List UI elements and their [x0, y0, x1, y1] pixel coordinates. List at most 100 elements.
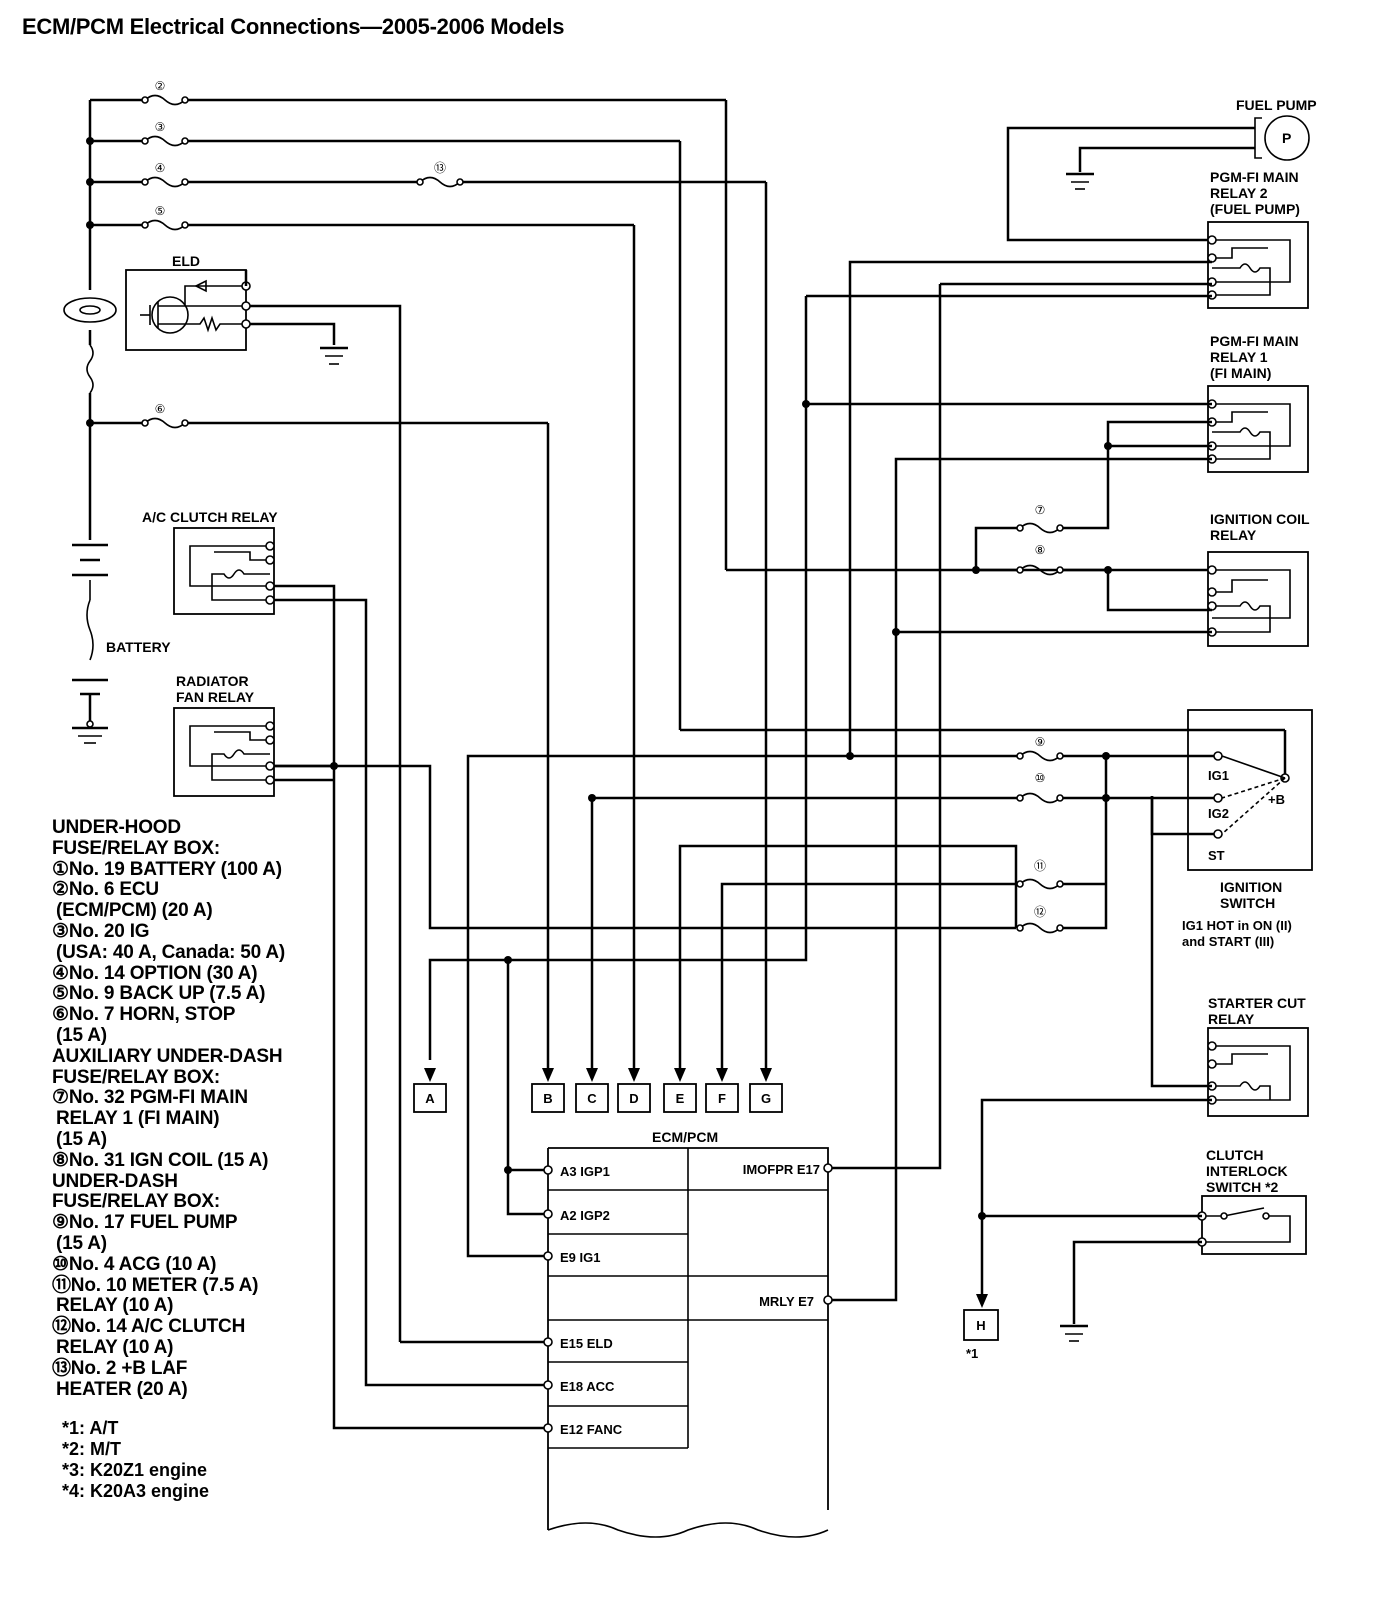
connector-c-label: C [587, 1091, 597, 1106]
legend-line: RELAY (10 A) [56, 1295, 174, 1317]
legend-line: AUXILIARY UNDER-DASH [52, 1045, 283, 1067]
starter-cut-label-1: STARTER CUT [1208, 995, 1306, 1011]
battery-bus [63, 100, 117, 540]
legend-line: RELAY 1 (FI MAIN) [56, 1108, 220, 1130]
legend-line: HEATER (20 A) [56, 1378, 188, 1400]
connector-g: G [749, 1083, 783, 1113]
starter-cut-relay: STARTER CUT RELAY [1207, 995, 1309, 1117]
radiator-fan-relay: RADIATOR FAN RELAY [173, 673, 275, 797]
fuse-feed-6 [90, 417, 550, 1078]
ig2-terminal: IG2 [1208, 806, 1229, 821]
battery-label: BATTERY [106, 639, 171, 655]
current-sensor-icon [63, 297, 117, 323]
ecm-pin-a3-igp1: A3 IGP1 [560, 1164, 610, 1179]
legend-line: (15 A) [56, 1232, 107, 1254]
connector-a: A [413, 1083, 447, 1113]
ign-switch-label-2: SWITCH [1220, 895, 1275, 911]
page-title: ECM/PCM Electrical Connections—2005-2006… [22, 14, 565, 39]
legend-line: ⑫No. 14 A/C CLUTCH [52, 1316, 246, 1338]
legend-line: ⑩No. 4 ACG (10 A) [52, 1253, 217, 1275]
ecm-pin-e9-ig1: E9 IG1 [560, 1250, 600, 1265]
fuel-pump-label: FUEL PUMP [1236, 97, 1317, 113]
connector-h-note: *1 [966, 1346, 978, 1361]
footnote-line: *3: K20Z1 engine [62, 1460, 208, 1480]
ecm-pin-e18-acc: E18 ACC [560, 1379, 615, 1394]
connector-f: F [705, 1083, 739, 1113]
legend-line: (15 A) [56, 1024, 107, 1046]
st-terminal: ST [1208, 848, 1225, 863]
ig-switch-feeds: ⑨ ⑩ ⑪ ⑫ [466, 735, 1214, 1258]
legend-line: ⑥No. 7 HORN, STOP [52, 1004, 236, 1026]
radiator-relay-label-2: FAN RELAY [176, 689, 255, 705]
fuse-feed-5 [90, 219, 636, 1078]
plus-b-terminal: +B [1268, 792, 1285, 807]
legend-line: FUSE/RELAY BOX: [52, 1191, 221, 1213]
legend-line: ③No. 20 IG [52, 920, 150, 942]
clutch-interlock-switch: CLUTCH INTERLOCK SWITCH *2 [1197, 1147, 1307, 1255]
fuel-pump: FUEL PUMP P [1006, 97, 1317, 242]
connector-e: E [663, 1083, 697, 1113]
ecm-label: ECM/PCM [652, 1129, 718, 1145]
legend-line: (15 A) [56, 1128, 107, 1150]
footnote-line: *1: A/T [62, 1418, 119, 1438]
ecm-pin-mrly-e7: MRLY E7 [759, 1294, 814, 1309]
eld-unit: ELD [125, 253, 402, 1342]
fuse-number-9: ⑨ [1035, 735, 1046, 749]
ig1-terminal: IG1 [1208, 768, 1229, 783]
ign-switch-note-2: and START (III) [1182, 934, 1274, 949]
fuse-number-3: ③ [155, 120, 166, 134]
legend-line: ⑤No. 9 BACK UP (7.5 A) [52, 983, 266, 1005]
legend-line: UNDER-HOOD [52, 817, 181, 838]
ign-switch-note-1: IG1 HOT in ON (II) [1182, 918, 1292, 933]
legend-line: ⑬No. 2 +B LAF [52, 1357, 188, 1379]
legend-line: (USA: 40 A, Canada: 50 A) [56, 941, 286, 963]
ecm-pin-imofpr-e17: IMOFPR E17 [743, 1162, 820, 1177]
pgm-relay2-label-2: RELAY 2 [1210, 185, 1268, 201]
connector-b: B [531, 1083, 565, 1113]
fuse-number-11: ⑪ [1034, 859, 1046, 873]
pgm-relay1-label-2: RELAY 1 [1210, 349, 1268, 365]
connector-arrows [424, 844, 1018, 1308]
starter-cut-label-2: RELAY [1208, 1011, 1255, 1027]
clutch-label-3: SWITCH *2 [1206, 1179, 1279, 1195]
ecm-pin-e15-eld: E15 ELD [560, 1336, 613, 1351]
fuse-feed-2 [90, 94, 1212, 572]
fuse-number-13: ⑬ [434, 161, 446, 175]
footnote-line: *4: K20A3 engine [62, 1481, 210, 1501]
legend-line: UNDER-DASH [52, 1170, 178, 1192]
ecm-pin-e12-fanc: E12 FANC [560, 1422, 623, 1437]
connector-c: C [575, 1083, 609, 1113]
ignition-coil-relay: IGNITION COIL RELAY [1207, 511, 1310, 647]
pgm-relay1-label-1: PGM-FI MAIN [1210, 333, 1299, 349]
connector-f-label: F [718, 1091, 726, 1106]
legend-line: ⑨No. 17 FUEL PUMP [52, 1212, 238, 1234]
connector-e-label: E [676, 1091, 685, 1106]
pgm-relay1-label-3: (FI MAIN) [1210, 365, 1271, 381]
ign-coil-relay-label-1: IGNITION COIL [1210, 511, 1310, 527]
pgm-fi-main-relay-2: PGM-FI MAIN RELAY 2 (FUEL PUMP) [1207, 169, 1309, 309]
legend-line: ①No. 19 BATTERY (100 A) [52, 858, 282, 880]
legend-line: FUSE/RELAY BOX: [52, 837, 221, 859]
clutch-label-1: CLUTCH [1206, 1147, 1264, 1163]
fuse-number-12: ⑫ [1034, 905, 1046, 919]
relay-feeds: ⑦ ⑧ [428, 260, 1212, 1342]
eld-label: ELD [172, 253, 200, 269]
connector-a-label: A [425, 1091, 435, 1106]
legend-line: FUSE/RELAY BOX: [52, 1066, 221, 1088]
ecm-pcm-block: ECM/PCM A3 IGP1 A2 IGP2 E9 IG1 E15 ELD E… [543, 1129, 833, 1538]
radiator-relay-label-1: RADIATOR [176, 673, 249, 689]
legend-line: RELAY (10 A) [56, 1336, 174, 1358]
fuse-feed-3 [90, 135, 1287, 778]
legend-line: ⑧No. 31 IGN COIL (15 A) [52, 1149, 269, 1171]
fuse-number-7: ⑦ [1035, 503, 1046, 517]
footnote-line: *2: M/T [62, 1439, 122, 1459]
fuse-number-4: ④ [155, 161, 166, 175]
pgm-relay2-label-3: (FUEL PUMP) [1210, 201, 1300, 217]
footnotes: *1: A/T*2: M/T*3: K20Z1 engine*4: K20A3 … [62, 1418, 209, 1502]
ac-clutch-relay-label: A/C CLUTCH RELAY [142, 509, 278, 525]
fuse-number-8: ⑧ [1035, 543, 1046, 557]
connector-h-label: H [976, 1318, 985, 1333]
fuse-number-2: ② [155, 79, 166, 93]
